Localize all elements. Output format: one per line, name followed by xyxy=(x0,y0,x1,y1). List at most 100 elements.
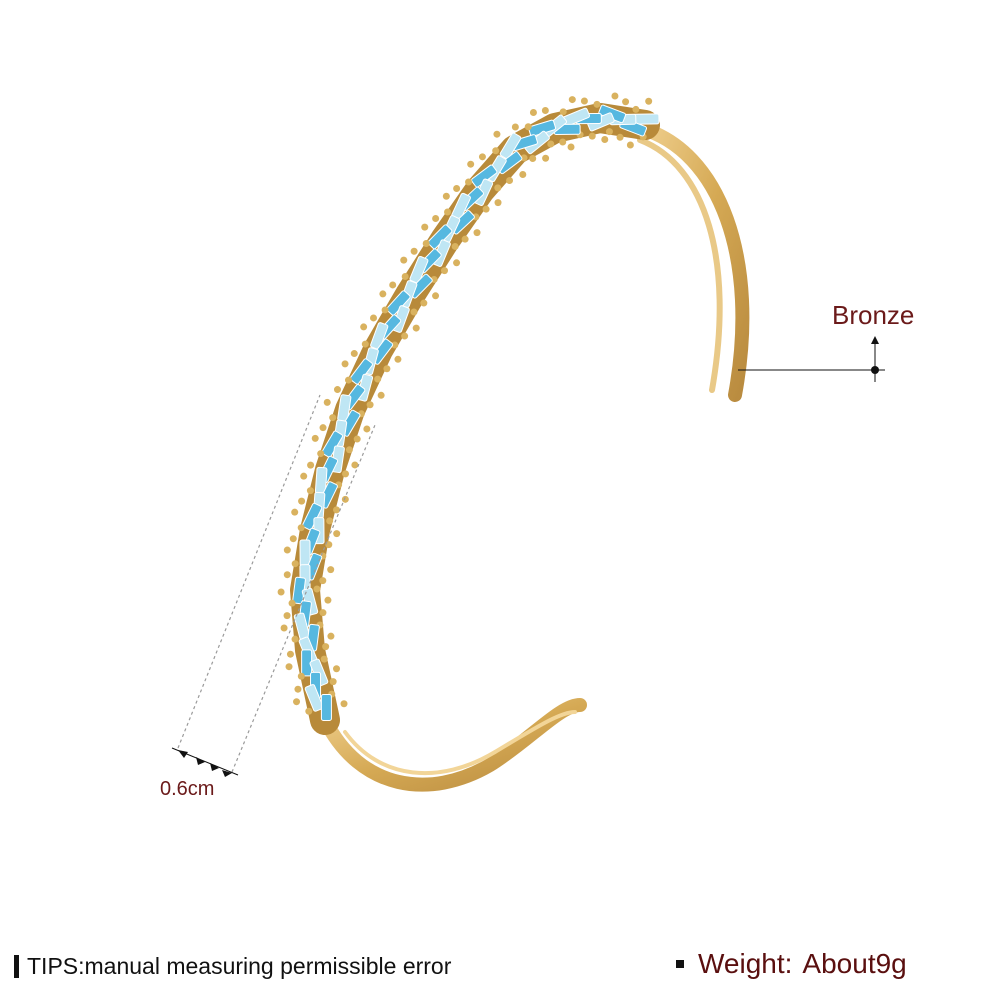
width-arrow-mid2-icon xyxy=(210,763,219,771)
prong xyxy=(400,256,408,264)
prong xyxy=(616,133,624,141)
prong xyxy=(324,596,332,604)
prong xyxy=(322,643,330,651)
cuff-right-arm-inner xyxy=(637,137,723,393)
prong xyxy=(333,506,341,514)
prong xyxy=(297,524,305,532)
prong xyxy=(412,324,420,332)
prong xyxy=(294,685,302,693)
width-arrow-mid-icon xyxy=(196,757,205,765)
prong xyxy=(559,138,567,146)
prong xyxy=(547,140,555,148)
prong xyxy=(381,306,389,314)
prong xyxy=(442,192,450,200)
prong xyxy=(317,450,325,458)
prong xyxy=(311,434,319,442)
prong xyxy=(453,185,461,193)
prong xyxy=(383,365,391,373)
prong xyxy=(291,635,299,643)
prong xyxy=(333,530,341,538)
prong xyxy=(283,546,291,554)
prong xyxy=(277,588,285,596)
prong xyxy=(559,108,567,116)
prong xyxy=(465,178,473,186)
prong xyxy=(333,386,341,394)
prong xyxy=(421,223,429,231)
prong xyxy=(410,247,418,255)
gemstone xyxy=(299,539,311,567)
prong xyxy=(345,446,353,454)
material-arrow-icon xyxy=(871,336,879,344)
material-label: Bronze xyxy=(832,300,915,330)
prong xyxy=(453,259,461,267)
prong xyxy=(327,632,335,640)
prong xyxy=(323,398,331,406)
prong xyxy=(305,707,313,715)
prong xyxy=(306,487,314,495)
prong xyxy=(601,135,609,143)
prong xyxy=(313,585,321,593)
prong xyxy=(377,391,385,399)
prong xyxy=(567,143,575,151)
prong xyxy=(319,577,327,585)
weight-info: Weight: About9g xyxy=(676,948,907,980)
prong xyxy=(493,130,501,138)
prong xyxy=(432,292,440,300)
prong xyxy=(611,92,619,100)
prong xyxy=(363,425,371,433)
prong xyxy=(482,205,490,213)
prong xyxy=(341,360,349,368)
width-arrow-right-icon xyxy=(222,770,232,777)
tips-bar-icon xyxy=(14,955,19,978)
cuff-bottom-arm xyxy=(318,698,587,792)
prong xyxy=(326,517,334,525)
gemstone-band xyxy=(277,92,660,735)
prong xyxy=(645,97,653,105)
prong xyxy=(568,96,576,104)
prong xyxy=(288,599,296,607)
weight-label: Weight: xyxy=(698,948,793,979)
gemstone xyxy=(320,693,332,722)
prong xyxy=(467,160,475,168)
tips-text: TIPS:manual measuring permissible error xyxy=(27,953,452,979)
prong xyxy=(511,123,519,131)
prong xyxy=(506,177,514,185)
prong xyxy=(374,375,382,383)
prong xyxy=(291,560,299,568)
prong xyxy=(298,497,306,505)
prong xyxy=(622,98,630,106)
prong xyxy=(541,106,549,114)
prong xyxy=(542,154,550,162)
prong xyxy=(632,105,640,113)
prong xyxy=(451,242,459,250)
prong xyxy=(361,340,369,348)
prong xyxy=(297,672,305,680)
prong xyxy=(280,624,288,632)
prong xyxy=(473,229,481,237)
prong xyxy=(520,154,528,162)
prong xyxy=(320,655,328,663)
material-dot xyxy=(871,366,879,374)
prong xyxy=(524,123,532,131)
prong xyxy=(588,132,596,140)
prong xyxy=(391,341,399,349)
prong xyxy=(492,147,500,155)
bullet-icon xyxy=(676,960,684,968)
prong xyxy=(529,108,537,116)
prong xyxy=(519,170,527,178)
prong xyxy=(345,376,353,384)
prong xyxy=(370,314,378,322)
band-width-label: 0.6cm xyxy=(160,778,215,800)
prong xyxy=(300,472,308,480)
prong xyxy=(341,495,349,503)
prong xyxy=(626,141,634,149)
prong xyxy=(350,350,358,358)
prong xyxy=(340,700,348,708)
prong xyxy=(285,663,293,671)
prong xyxy=(401,332,409,340)
prong xyxy=(379,290,387,298)
cuff-bottom-arm-inner xyxy=(343,710,577,776)
prong xyxy=(494,199,502,207)
prong xyxy=(283,571,291,579)
prong xyxy=(289,535,297,543)
